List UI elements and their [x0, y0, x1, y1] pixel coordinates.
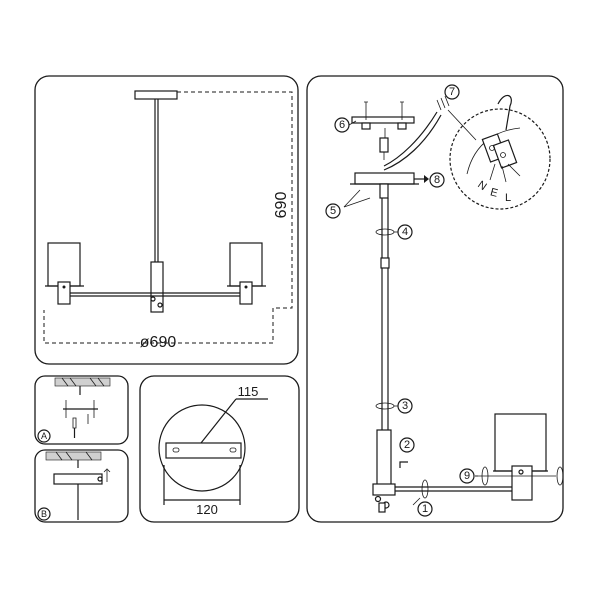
plate-drawing	[158, 398, 268, 505]
callout-9-marker	[459, 468, 475, 484]
callout-2-marker	[399, 437, 415, 453]
callout-4-marker	[397, 224, 413, 240]
detail-a-marker	[37, 429, 51, 443]
lamp-overview	[43, 90, 293, 344]
assembly-panel	[306, 75, 564, 523]
diameter-dimension: ø690	[140, 334, 177, 351]
dimensions-panel	[34, 75, 299, 365]
callout-6: 6	[339, 119, 345, 131]
detail-a-panel	[34, 375, 129, 445]
callout-6-marker	[334, 117, 350, 133]
detail-b-marker	[37, 507, 51, 521]
callout-3: 3	[402, 400, 408, 412]
callout-3-marker	[397, 398, 413, 414]
left-shade	[47, 242, 81, 287]
right-shade	[229, 242, 263, 287]
canopy	[134, 90, 178, 100]
callout-5: 5	[330, 205, 336, 217]
plate-width-dimension: 115	[238, 384, 259, 399]
detail-a-drawing	[54, 377, 111, 438]
dimension-lines	[43, 91, 293, 344]
detail-b-drawing	[45, 451, 111, 520]
callout-1-marker	[417, 501, 433, 517]
plate-diameter-dimension: 120	[196, 502, 218, 517]
callout-8: 8	[434, 174, 440, 186]
detail-b-panel	[34, 449, 129, 523]
callout-9: 9	[464, 470, 470, 482]
assembly-drawing	[350, 94, 564, 513]
wire-e-label: E	[489, 186, 499, 199]
detail-a-label: A	[41, 431, 47, 441]
detail-b-label: B	[41, 509, 47, 519]
callout-7-marker	[444, 84, 460, 100]
callout-1: 1	[422, 503, 428, 515]
callout-5-marker	[325, 203, 341, 219]
callout-7: 7	[449, 86, 455, 98]
callout-2: 2	[404, 439, 410, 451]
callout-markers: 1 2 3 4 5 6 7 8 9	[325, 84, 475, 517]
wire-l-label: L	[505, 192, 511, 204]
height-dimension: 690	[273, 192, 290, 219]
callout-4: 4	[402, 226, 408, 238]
callout-8-marker	[429, 172, 445, 188]
terminal-block-detail	[481, 94, 521, 183]
